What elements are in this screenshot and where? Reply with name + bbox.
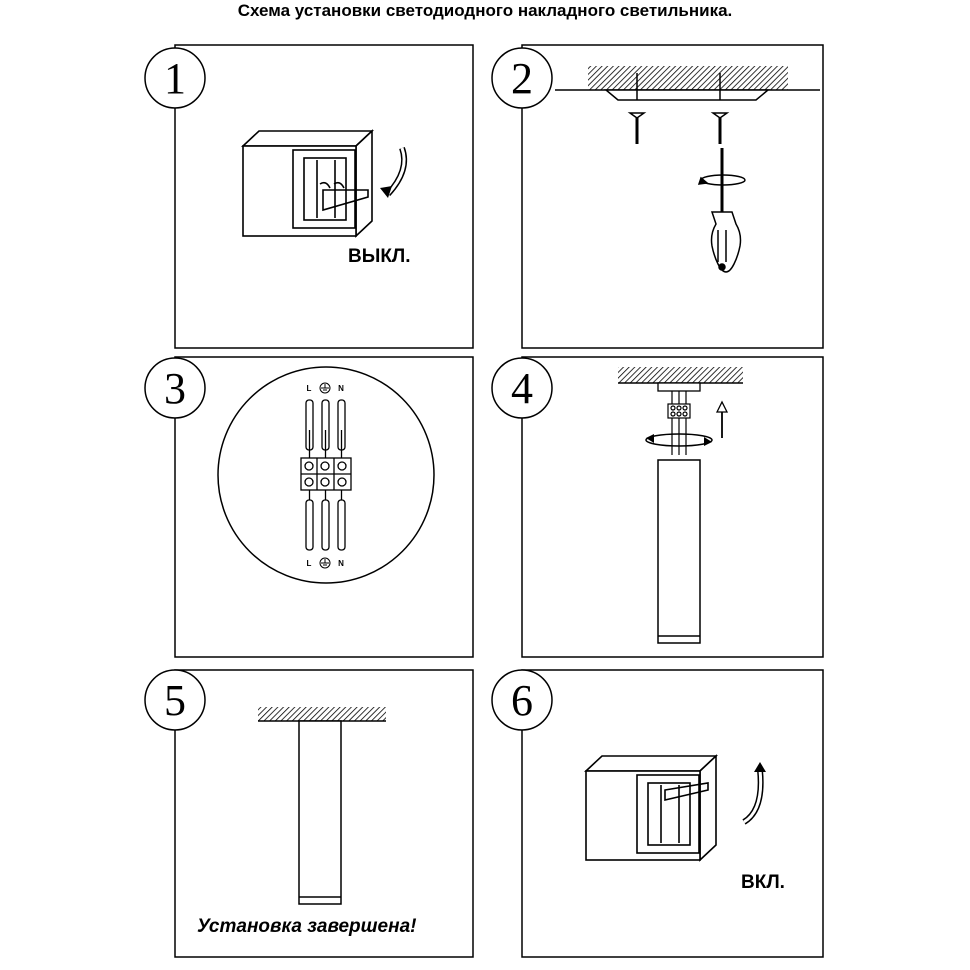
page-title: Схема установки светодиодного накладного… [237, 1, 733, 20]
tube-lamp-icon [298, 720, 342, 905]
step-3-badge [144, 357, 206, 419]
step-2-panel: 2 [491, 44, 824, 349]
step-1-badge [144, 47, 206, 109]
rotate-arrow-icon [645, 433, 713, 447]
terminal-L-top: L [307, 384, 312, 393]
ceiling-mount-icon [555, 66, 820, 101]
screwdriver-icon [697, 148, 746, 273]
step-1-number: 1 [164, 54, 186, 103]
switch-off-icon [240, 129, 375, 238]
up-arrow-icon [715, 400, 729, 438]
step-6-panel: 6 ВКЛ. [491, 669, 824, 958]
step-2-number: 2 [511, 54, 533, 103]
step-3-number: 3 [164, 364, 186, 413]
step-5-panel: 5 Установка завершена! [144, 669, 474, 958]
step-2-badge [491, 47, 553, 109]
step-5-label: Установка завершена! [197, 916, 416, 937]
wires-top [305, 399, 346, 458]
step-4-panel: 4 [491, 356, 824, 658]
step-6-badge [491, 669, 553, 731]
screw-icon [627, 112, 730, 144]
terminal-block-icon [300, 457, 352, 491]
wiring-detail-circle [217, 366, 435, 584]
step-6-label: ВКЛ. [741, 872, 785, 893]
terminal-N-top: N [338, 384, 344, 393]
switch-on-icon [583, 754, 719, 862]
step-3-panel: 3 L N [144, 356, 474, 658]
tube-lamp-icon [657, 459, 701, 644]
step-4-number: 4 [511, 364, 533, 413]
terminal-N-bottom: N [338, 559, 344, 568]
step-6-number: 6 [511, 676, 533, 725]
terminal-L-bottom: L [307, 559, 312, 568]
step-4-badge [491, 357, 553, 419]
step-5-badge [144, 669, 206, 731]
step-1-label: ВЫКЛ. [348, 246, 411, 267]
step-1-panel: 1 ВЫКЛ. [144, 44, 474, 349]
wires-bottom [305, 490, 346, 551]
connector-icon [667, 391, 691, 455]
ground-icon [319, 382, 331, 394]
step-5-number: 5 [164, 676, 186, 725]
